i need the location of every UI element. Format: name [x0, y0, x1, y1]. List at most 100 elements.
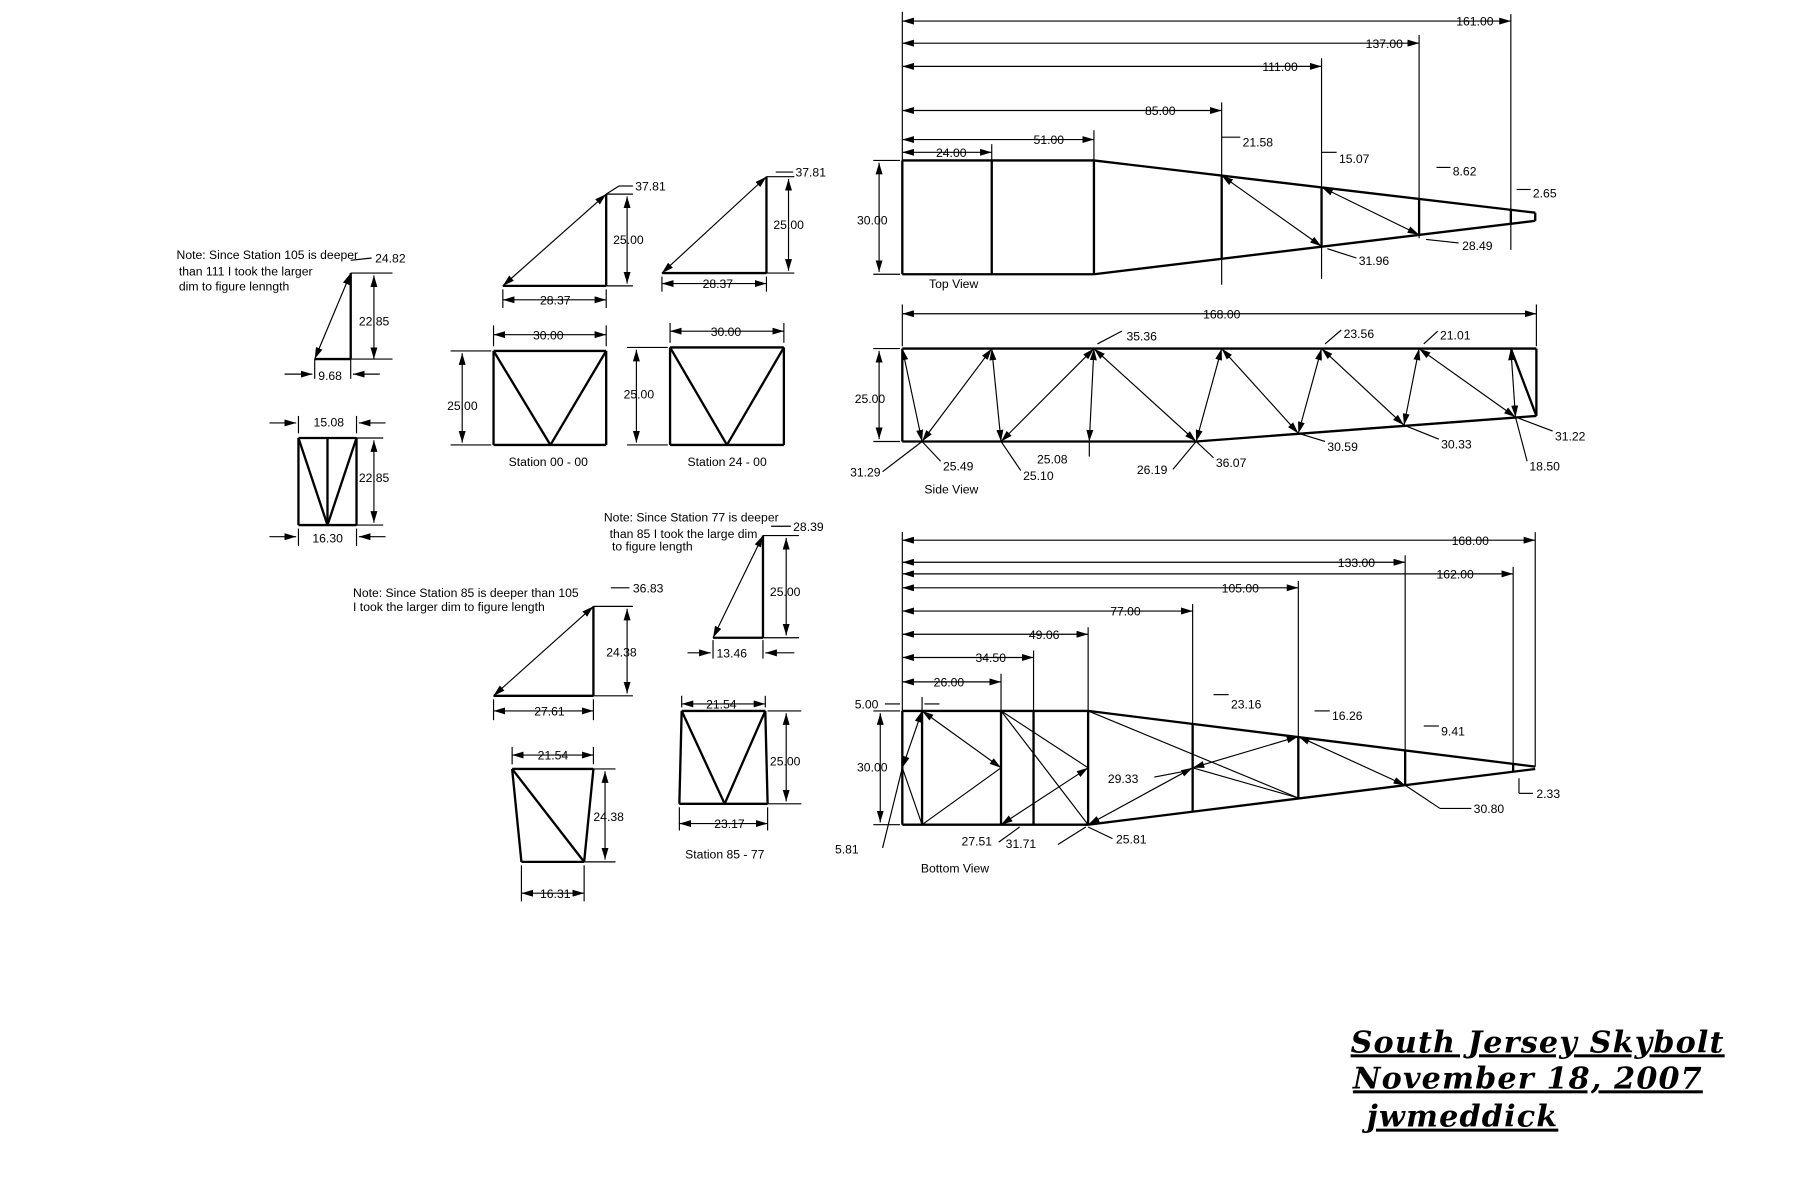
member-label: 30.59	[1327, 440, 1358, 454]
member-label: 9.41	[1441, 724, 1465, 738]
member-label: 2.33	[1536, 787, 1560, 801]
note-line: I took the larger dim to figure length	[353, 600, 545, 614]
height-label: 24.38	[606, 645, 637, 659]
hyp-label: 24.82	[375, 252, 406, 266]
diagonal-arrow	[1192, 735, 1299, 769]
top-view: 161.00 137.00 111.00 85.00 51.00 24.00 3…	[857, 15, 1557, 291]
member-label: 27.51	[962, 835, 993, 849]
extension-line	[901, 767, 923, 825]
hyp-label: 37.81	[635, 180, 666, 194]
dim-length: 168.00	[1203, 307, 1240, 321]
diagonal-arrow	[1321, 348, 1405, 426]
station-85-77: 21.54 25.00 23.17 Station 85 - 77	[685, 698, 800, 862]
note-line: dim to figure lenngth	[179, 280, 289, 294]
structure-member	[680, 710, 726, 805]
height-label: 25.00	[770, 585, 801, 599]
note-line: to figure length	[612, 540, 693, 554]
leader-line	[1000, 441, 1022, 471]
station-00: 37.81 25.00 28.37 30.00 25.00 Station 00…	[447, 180, 666, 469]
member-label: 25.81	[1116, 832, 1147, 846]
diagonal-arrow	[921, 710, 1002, 769]
structure-member	[1093, 219, 1536, 276]
diagonal-arrow	[989, 348, 1004, 442]
station-title: Station 00 - 00	[509, 455, 588, 469]
diagonal-arrow	[901, 710, 923, 768]
leader-line	[1514, 416, 1528, 462]
leader-line	[998, 826, 1020, 843]
diagonal-arrow	[1418, 348, 1516, 418]
hyp-label: 37.81	[795, 166, 826, 180]
leader-line	[1057, 826, 1087, 845]
diagonal-arrow	[1087, 767, 1193, 826]
leader-line	[1426, 238, 1459, 244]
diagonal-arrow	[1195, 348, 1223, 442]
extension-line	[1000, 710, 1089, 826]
leader-line	[1515, 416, 1553, 432]
box-height-label: 24.38	[593, 810, 624, 824]
member-label: 35.36	[1126, 329, 1157, 343]
structure-member	[669, 346, 728, 446]
leader-line	[1404, 784, 1441, 809]
diagonal-arrow	[1402, 348, 1421, 426]
leader-line	[1324, 329, 1342, 345]
structure-member	[297, 437, 329, 526]
station-85: Note: Since Station 85 is deeper than 10…	[353, 581, 664, 900]
box-width-label: 30.00	[533, 328, 564, 342]
member-label: 30.80	[1474, 802, 1505, 816]
member-label: 25.10	[1023, 469, 1054, 483]
dim-51: 51.00	[1034, 133, 1065, 147]
dim-5: 5.00	[855, 698, 879, 712]
dim-133: 133.00	[1338, 556, 1375, 570]
base-label: 28.37	[703, 277, 734, 291]
dim-77: 77.00	[1110, 605, 1141, 619]
diagonal-arrow	[314, 272, 352, 360]
extension-line	[1000, 710, 1089, 769]
dim-height: 25.00	[855, 392, 886, 406]
signature-author: jwmeddick	[1362, 1100, 1559, 1135]
bottom-view: 168.00 133.00 162.00 105.00 77.00 49.06 …	[835, 534, 1560, 875]
structure-member	[764, 710, 769, 804]
box-height-label: 25.00	[447, 399, 478, 413]
hyp-label: 28.39	[793, 520, 824, 534]
box-bottom-label: 16.30	[312, 532, 343, 546]
leader-line	[1154, 770, 1185, 778]
leader-line	[882, 441, 923, 473]
member-label: 31.29	[850, 465, 881, 479]
dim-26: 26.00	[934, 676, 965, 690]
box-top-label: 21.54	[706, 698, 737, 712]
diagonal-label: 31.96	[1359, 254, 1390, 268]
dim-24: 24.00	[936, 146, 967, 160]
station-77: Note: Since Station 77 is deeper than 85…	[604, 511, 824, 661]
width-label: 21.58	[1243, 136, 1274, 150]
base-label: 28.37	[540, 293, 571, 307]
extension-line	[1087, 710, 1299, 799]
structure-member	[492, 350, 552, 446]
side-view: 168.00 25.00 35.36 23.56 21.01 31.29 25.…	[850, 307, 1586, 496]
member-label: 18.50	[1529, 460, 1560, 474]
signature-date: November 18, 2007	[1352, 1061, 1703, 1096]
member-label: 30.33	[1441, 437, 1472, 451]
drawing-geometry	[269, 11, 1553, 902]
diagonal-arrow	[502, 193, 607, 287]
leader-line	[1423, 330, 1439, 345]
base-label: 13.46	[717, 646, 748, 660]
diagonal-arrow	[1000, 767, 1089, 826]
extension-line	[921, 767, 1002, 826]
diagonal-arrow	[901, 348, 924, 442]
member-label: 31.22	[1555, 429, 1586, 443]
leader-line	[921, 441, 942, 462]
station-title: Station 85 - 77	[685, 847, 764, 861]
structure-member	[326, 437, 358, 526]
structure-member	[582, 768, 595, 862]
diagonal-arrow	[1298, 735, 1406, 786]
structure-member	[511, 768, 586, 863]
member-label: 5.81	[835, 843, 859, 857]
member-label: 25.08	[1037, 453, 1068, 467]
diagonal-arrow	[1508, 348, 1519, 418]
dim-111: 111.00	[1262, 60, 1298, 74]
height-label: 22.85	[359, 314, 390, 328]
diagonal-arrow	[921, 348, 993, 442]
structure-member	[549, 350, 608, 446]
member-label: 16.26	[1332, 709, 1363, 723]
